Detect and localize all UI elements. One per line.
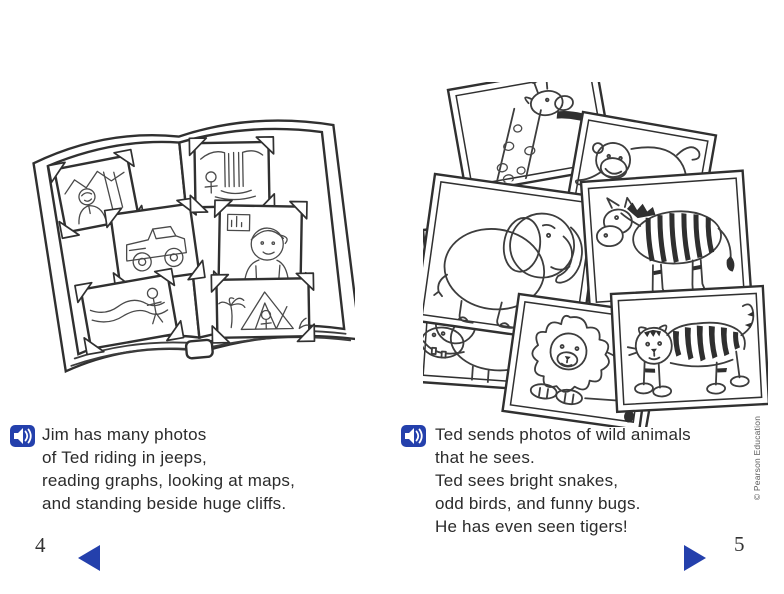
page-number-left: 4	[35, 533, 46, 557]
next-page-button[interactable]	[684, 545, 706, 571]
left-arrow-icon	[78, 545, 100, 571]
right-arrow-icon	[684, 545, 706, 571]
previous-page-button[interactable]	[78, 545, 100, 571]
audio-button-right[interactable]	[401, 425, 426, 447]
speaker-icon	[404, 428, 423, 444]
photo-album-illustration	[32, 119, 355, 374]
photo-waterfall	[188, 136, 276, 214]
tiger-photo	[609, 284, 768, 414]
caption-line: and standing beside huge cliffs.	[42, 494, 287, 513]
animal-photos-illustration	[423, 82, 768, 427]
photo-map-river	[74, 267, 185, 356]
caption-line: of Ted riding in jeeps,	[42, 448, 207, 467]
caption-line: that he sees.	[435, 448, 535, 467]
caption-line: odd birds, and funny bugs.	[435, 494, 641, 513]
photo-jeep	[103, 197, 206, 291]
audio-button-left[interactable]	[10, 425, 35, 447]
copyright-credit: © Pearson Education	[752, 415, 762, 501]
speaker-icon	[13, 428, 32, 444]
photo-boy-graphs	[212, 199, 308, 291]
caption-line: reading graphs, looking at maps,	[42, 471, 296, 490]
page-number-right: 5	[734, 532, 745, 556]
caption-line: Ted sees bright snakes,	[435, 471, 619, 490]
right-caption: Ted sends photos of wild animals that he…	[435, 423, 755, 538]
photo-tent	[210, 272, 316, 344]
left-caption: Jim has many photos of Ted riding in jee…	[42, 423, 382, 515]
caption-line: Ted sends photos of wild animals	[435, 425, 691, 444]
caption-line: He has even seen tigers!	[435, 517, 628, 536]
caption-line: Jim has many photos	[42, 425, 207, 444]
